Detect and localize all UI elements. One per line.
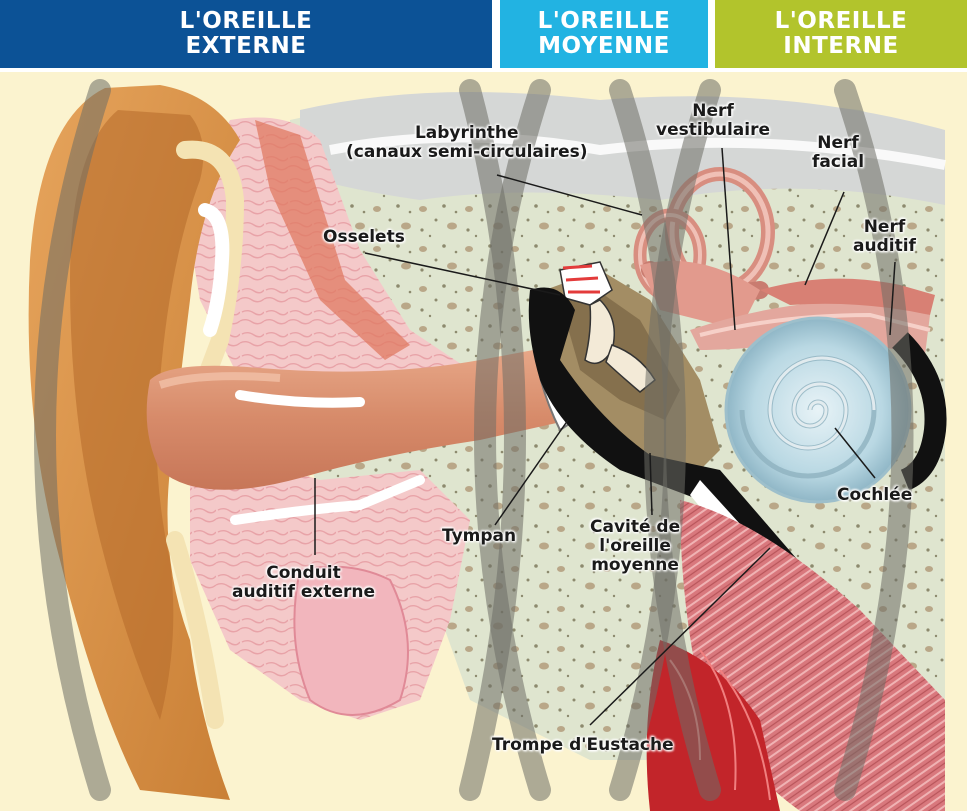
label-nerf-auditif-line2: auditif	[853, 236, 916, 256]
header-outer-ear: L'OREILLE EXTERNE	[0, 0, 492, 68]
header-outer-ear-line2: EXTERNE	[185, 33, 307, 59]
label-nerf-vestibulaire-line1: Nerf	[692, 101, 734, 121]
label-labyrinthe-line1: Labyrinthe	[414, 123, 519, 143]
label-nerf-auditif: Nerf auditif	[853, 218, 916, 256]
label-cavite-oreille-moyenne: Cavité de l'oreille moyenne	[590, 518, 680, 575]
header-middle-ear-line2: MOYENNE	[538, 33, 670, 59]
label-conduit-line1: Conduit	[266, 563, 341, 583]
label-osselets: Osselets	[323, 228, 405, 247]
label-trompe-eustache: Trompe d'Eustache	[492, 736, 674, 755]
header-inner-ear-line2: INTERNE	[783, 33, 899, 59]
label-osselets-text: Osselets	[323, 227, 405, 247]
label-nerf-facial-line2: facial	[812, 152, 865, 172]
label-nerf-vestibulaire: Nerf vestibulaire	[656, 102, 770, 140]
label-cochlee-text: Cochlée	[837, 485, 913, 505]
label-cochlee: Cochlée	[837, 486, 912, 505]
label-nerf-facial: Nerf facial	[812, 134, 864, 172]
label-conduit-auditif-externe: Conduit auditif externe	[232, 564, 375, 602]
label-nerf-facial-line1: Nerf	[817, 133, 859, 153]
label-conduit-line2: auditif externe	[232, 582, 376, 602]
label-cavite-line1: Cavité de	[590, 517, 681, 537]
header-inner-ear: L'OREILLE INTERNE	[715, 0, 967, 68]
label-labyrinthe-line2: (canaux semi-circulaires)	[346, 142, 588, 162]
label-labyrinthe: Labyrinthe (canaux semi-circulaires)	[346, 124, 588, 162]
label-trompe-text: Trompe d'Eustache	[492, 735, 674, 755]
label-nerf-auditif-line1: Nerf	[863, 217, 906, 237]
header-middle-ear-line1: L'OREILLE	[537, 8, 671, 34]
label-tympan: Tympan	[442, 527, 516, 546]
label-nerf-vestibulaire-line2: vestibulaire	[656, 120, 770, 140]
header-outer-ear-line1: L'OREILLE	[179, 8, 313, 34]
header-middle-ear: L'OREILLE MOYENNE	[500, 0, 708, 68]
header-inner-ear-line1: L'OREILLE	[774, 8, 908, 34]
label-tympan-text: Tympan	[442, 526, 517, 546]
label-cavite-line3: moyenne	[591, 555, 679, 575]
label-cavite-line2: l'oreille	[599, 536, 671, 556]
